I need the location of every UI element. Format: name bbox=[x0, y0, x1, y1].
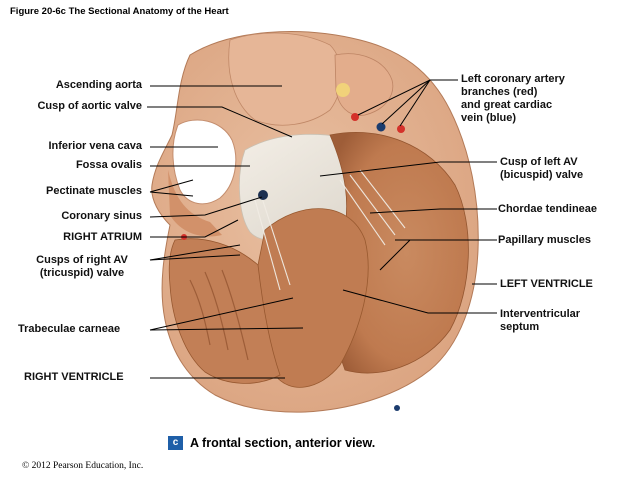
caption-text: A frontal section, anterior view. bbox=[190, 436, 376, 450]
coronary-artery-red-1 bbox=[351, 113, 359, 121]
leader-lines bbox=[147, 79, 497, 379]
pectinate-wall bbox=[168, 170, 222, 237]
label-inferior-vena-cava: Inferior vena cava bbox=[48, 140, 142, 152]
figure-title: Figure 20-6c The Sectional Anatomy of th… bbox=[10, 6, 229, 17]
label-interventricular-septum: Interventricular septum bbox=[500, 308, 581, 333]
figure-caption: c A frontal section, anterior view. bbox=[168, 436, 375, 450]
small-vessel-blue bbox=[394, 405, 400, 411]
coronary-sinus-dark bbox=[258, 190, 268, 200]
label-cusps-right-av-valve: Cusps of right AV (tricuspid) valve bbox=[36, 254, 128, 279]
chordae-threads bbox=[254, 169, 406, 291]
label-left-ventricle: LEFT VENTRICLE bbox=[500, 278, 593, 290]
label-chordae-tendineae: Chordae tendineae bbox=[498, 203, 598, 215]
copyright-notice: © 2012 Pearson Education, Inc. bbox=[22, 461, 144, 471]
caption-badge: c bbox=[168, 436, 183, 450]
label-cusp-left-av-valve: Cusp of left AV (bicuspid) valve bbox=[500, 156, 584, 181]
label-right-ventricle: RIGHT VENTRICLE bbox=[24, 371, 124, 383]
label-fossa-ovalis: Fossa ovalis bbox=[75, 159, 142, 171]
label-trabeculae-carneae: Trabeculae carneae bbox=[18, 323, 121, 335]
right-ventricle-wall bbox=[168, 238, 281, 384]
label-ascending-aorta: Ascending aorta bbox=[55, 79, 142, 91]
label-cusp-aortic-valve: Cusp of aortic valve bbox=[37, 100, 142, 112]
label-pectinate-muscles: Pectinate muscles bbox=[46, 185, 142, 197]
right-atrium-cavity bbox=[172, 119, 237, 205]
aorta-region bbox=[228, 32, 342, 126]
label-right-atrium: RIGHT ATRIUM bbox=[63, 231, 142, 243]
coronary-vein-blue bbox=[376, 122, 386, 132]
coronary-artery-red-2 bbox=[397, 125, 405, 133]
pulmonary-region bbox=[334, 53, 394, 116]
label-papillary-muscles: Papillary muscles bbox=[498, 234, 591, 246]
label-coronary-sinus: Coronary sinus bbox=[61, 210, 142, 222]
fat-nodule bbox=[336, 83, 350, 97]
label-left-coronary-artery: Left coronary artery branches (red) and … bbox=[461, 73, 565, 124]
